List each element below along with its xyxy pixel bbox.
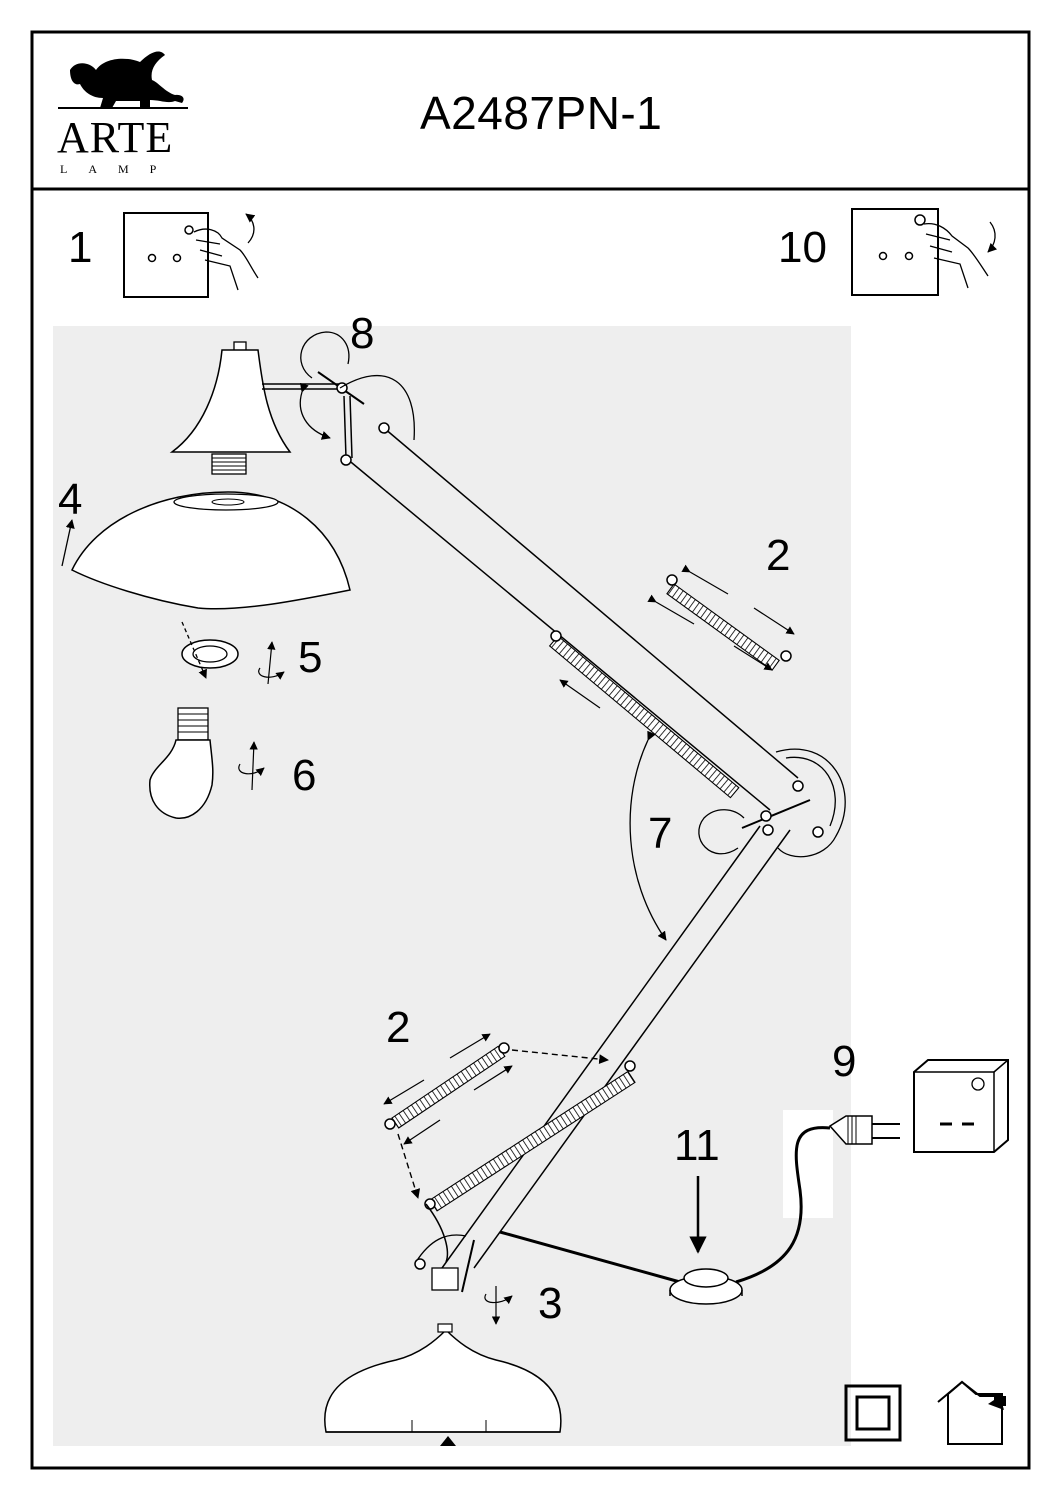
- brand-subtitle: LAMP: [60, 162, 178, 176]
- shade-ring: [181, 621, 285, 685]
- step-2-lower-label: 2: [386, 1003, 411, 1052]
- step-7-label: 7: [648, 809, 673, 858]
- lamp-shade: [61, 491, 351, 610]
- griffin-logo-icon: [58, 51, 188, 109]
- upper-arm: [339, 374, 804, 811]
- lamp-head: [169, 341, 340, 475]
- step-1-label: 1: [68, 223, 93, 272]
- step-5-label: 5: [298, 633, 323, 682]
- page-border: [30, 30, 1031, 1470]
- plug-icon: [828, 1115, 900, 1145]
- lower-spring: [383, 1033, 609, 1199]
- indoor-use-icon: [937, 1380, 1006, 1445]
- step-8-label: 8: [350, 309, 375, 358]
- step-11-label: 11: [674, 1121, 720, 1170]
- lower-arm: [414, 825, 791, 1293]
- double-insulation-icon: [844, 1384, 902, 1442]
- wall-socket-icon: [913, 1059, 1009, 1153]
- step-10-label: 10: [778, 223, 827, 272]
- switch-off-diagram: [123, 212, 259, 298]
- step-6-label: 6: [292, 751, 317, 800]
- step-9-label: 9: [832, 1037, 857, 1086]
- upper-spring: [559, 564, 795, 709]
- step-3-label: 3: [538, 1279, 563, 1328]
- light-bulb: [149, 707, 265, 819]
- cable-and-foot-switch: [499, 1126, 831, 1305]
- lamp-base: [324, 1286, 562, 1446]
- elbow-joint: [629, 730, 846, 941]
- switch-on-diagram: [851, 208, 998, 296]
- model-code: A2487PN-1: [420, 87, 663, 139]
- step-4-label: 4: [58, 475, 83, 524]
- step-2-upper-label: 2: [766, 531, 791, 580]
- brand-name: ARTE: [57, 113, 174, 162]
